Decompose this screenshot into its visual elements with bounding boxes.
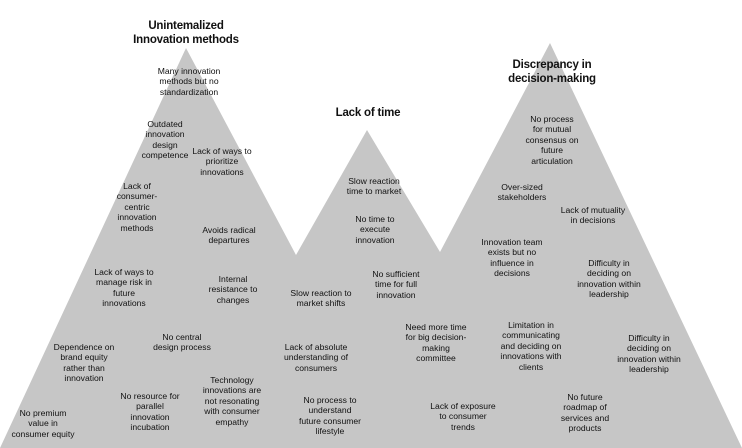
issue-label: Difficulty in deciding on innovation wit… xyxy=(577,258,641,300)
peak-title-lack-of-time: Lack of time xyxy=(335,107,401,119)
issue-label: Difficulty in deciding on innovation wit… xyxy=(617,333,681,375)
issue-label: Lack of consumer- centric innovation met… xyxy=(116,181,158,233)
issue-label: Many innovation methods but no standardi… xyxy=(157,66,221,97)
issue-label: Lack of mutuality in decisions xyxy=(560,205,626,226)
issue-label: Lack of exposure to consumer trends xyxy=(430,401,496,432)
issue-label: Technology innovations are not resonatin… xyxy=(202,375,262,427)
issue-label: No central design process xyxy=(153,332,211,353)
peak-title-uninternalized-methods: Unintemalized Innovation methods xyxy=(133,20,239,46)
issue-label: Over-sized stakeholders xyxy=(497,182,547,203)
issue-label: Lack of ways to manage risk in future in… xyxy=(94,267,154,309)
issue-label: Internal resistance to changes xyxy=(208,274,258,305)
issue-label: Slow reaction time to market xyxy=(346,176,402,197)
issue-label: Need more time for big decision- making … xyxy=(405,322,467,364)
issue-label: No future roadmap of services and produc… xyxy=(560,392,610,434)
issue-label: Dependence on brand equity rather than i… xyxy=(53,342,115,384)
mountain-range-polygon xyxy=(0,43,742,448)
issue-label: No process for mutual consensus on futur… xyxy=(525,114,579,166)
issue-label: Innovation team exists but no influence … xyxy=(481,237,543,279)
issue-label: Lack of ways to prioritize innovations xyxy=(192,146,252,177)
peak-title-decision-discrepancy: Discrepancy in decision-making xyxy=(508,59,596,85)
issue-label: No sufficient time for full innovation xyxy=(372,269,420,300)
issue-label: Slow reaction to market shifts xyxy=(290,288,352,309)
issue-label: Lack of absolute understanding of consum… xyxy=(283,342,349,373)
issue-label: Avoids radical departures xyxy=(202,225,256,246)
issue-label: Outdated innovation design competence xyxy=(141,119,189,161)
issue-label: No resource for parallel innovation incu… xyxy=(120,391,180,433)
issue-label: Limitation in communicating and deciding… xyxy=(500,320,562,372)
issue-label: No time to execute innovation xyxy=(355,214,395,245)
issue-label: No premium value in consumer equity xyxy=(11,408,75,439)
issue-label: No process to understand future consumer… xyxy=(298,395,362,437)
